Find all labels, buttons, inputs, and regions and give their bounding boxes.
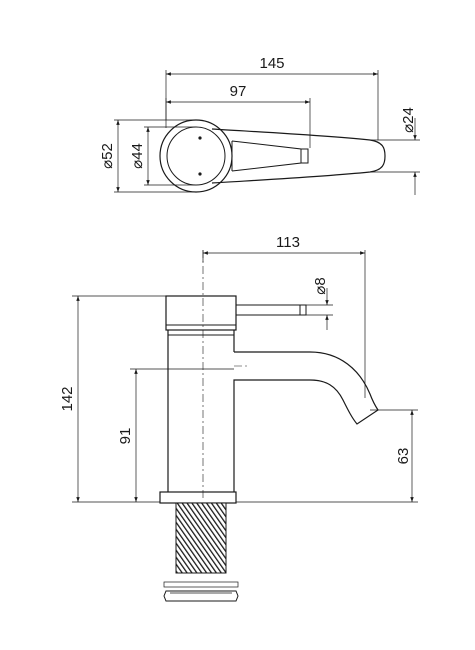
plan-view: 145 97 ⌀52 ⌀44 ⌀24 bbox=[99, 55, 420, 195]
dim-label-97: 97 bbox=[230, 83, 247, 100]
body-inner-circle bbox=[166, 126, 226, 186]
mounting-dot-top bbox=[198, 136, 202, 140]
base-flange bbox=[159, 491, 237, 504]
lever-plan-outline bbox=[211, 128, 386, 184]
elevation-view: 113 ⌀8 142 91 63 bbox=[59, 234, 418, 602]
dim-label-113: 113 bbox=[276, 234, 300, 251]
body-outer-circle bbox=[159, 119, 233, 193]
dim-label-dia-52: ⌀52 bbox=[99, 143, 116, 169]
washer bbox=[163, 581, 239, 588]
lever-stem-plan bbox=[231, 140, 302, 172]
handle-lever-tip bbox=[299, 304, 307, 316]
dim-label-dia-24: ⌀24 bbox=[400, 107, 417, 133]
dim-label-dia-8: ⌀8 bbox=[312, 277, 329, 294]
dim-label-dia-44: ⌀44 bbox=[129, 143, 146, 169]
dim-label-91: 91 bbox=[117, 428, 134, 445]
faucet-body bbox=[167, 330, 235, 492]
faucet-spout bbox=[233, 351, 379, 492]
dim-label-145: 145 bbox=[259, 55, 284, 72]
threaded-shank bbox=[175, 502, 227, 574]
handle-lever bbox=[235, 304, 301, 316]
lock-nut bbox=[163, 590, 239, 602]
mounting-dot-bottom bbox=[198, 172, 202, 176]
dim-label-63: 63 bbox=[395, 448, 412, 465]
dim-label-142: 142 bbox=[59, 386, 76, 411]
lever-stem-tip bbox=[301, 148, 309, 164]
